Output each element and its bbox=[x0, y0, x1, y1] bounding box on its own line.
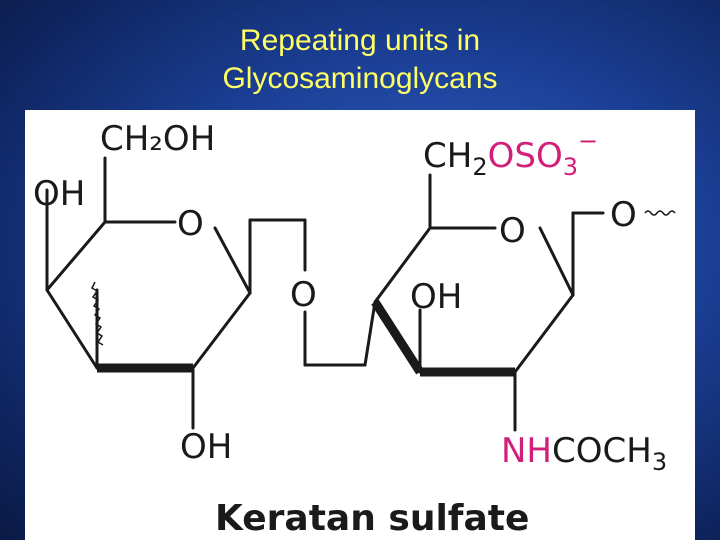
oh-left-label: OH bbox=[33, 174, 85, 214]
slide-title: Repeating units in Glycosaminoglycans bbox=[0, 22, 720, 98]
nhcoch3-label: NHCOCH3 bbox=[501, 431, 667, 476]
linkage-bonds bbox=[248, 218, 377, 367]
ring2-bonds bbox=[371, 173, 676, 432]
ring1-bonds bbox=[45, 156, 252, 430]
structure-name: Keratan sulfate bbox=[215, 498, 529, 539]
ring1-oxygen-label: O bbox=[177, 204, 204, 244]
oh-c3-label: OH bbox=[410, 277, 462, 317]
title-line-1: Repeating units in bbox=[239, 24, 481, 57]
keratan-sulfate-structure: CH₂OH OH O OH O CH2OSO3− O OH NHCOCH3 O … bbox=[33, 119, 676, 539]
oh-bottom-label: OH bbox=[180, 427, 232, 467]
glycosidic-oxygen-label: O bbox=[610, 195, 637, 235]
linkage-oxygen-label: O bbox=[290, 275, 317, 315]
title-line-2: Glycosaminoglycans bbox=[222, 62, 498, 95]
ch2oso3-label: CH2OSO3− bbox=[423, 127, 598, 181]
ch2oh-label: CH₂OH bbox=[100, 119, 215, 159]
structure-panel: CH₂OH OH O OH O CH2OSO3− O OH NHCOCH3 O … bbox=[25, 110, 695, 540]
ring2-oxygen-label: O bbox=[499, 211, 526, 251]
